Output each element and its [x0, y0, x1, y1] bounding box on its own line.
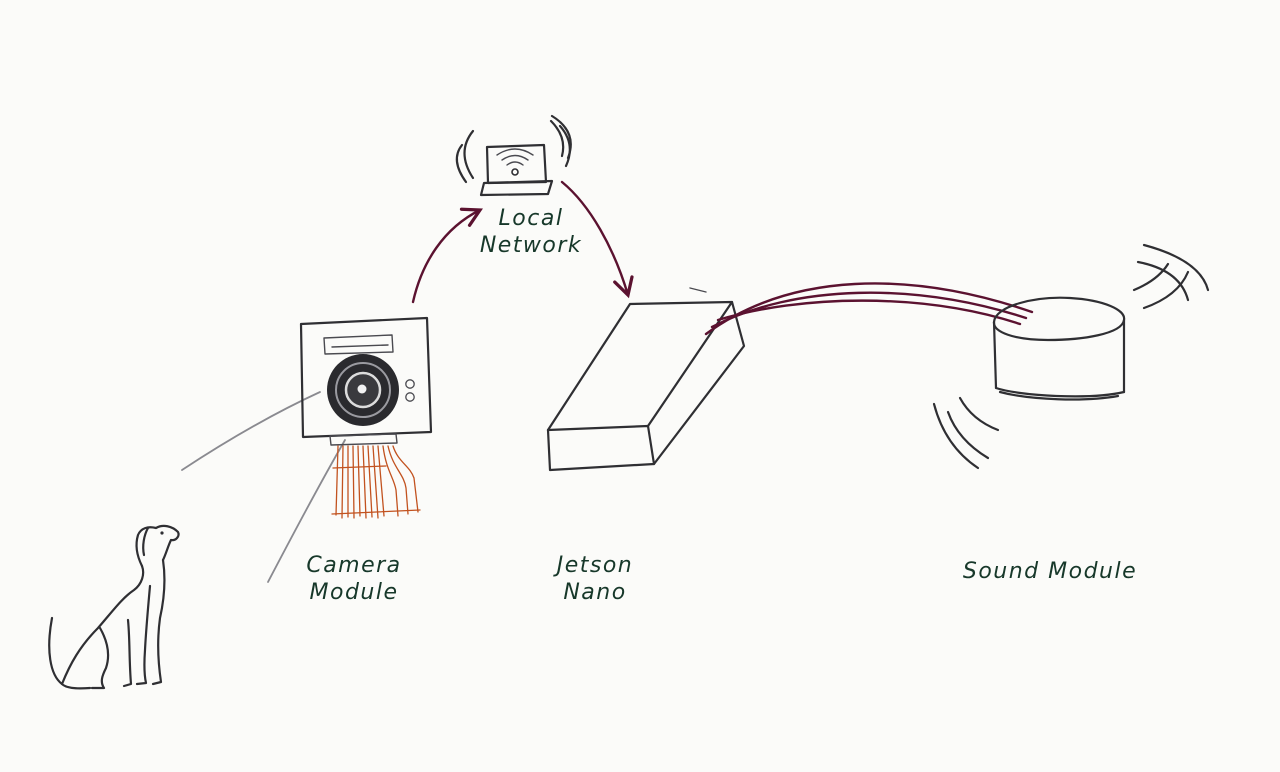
dog-icon	[48, 524, 180, 690]
camera-module-icon	[299, 316, 433, 446]
wifi-router-icon	[455, 114, 572, 197]
label-camera-module-line1: Camera	[306, 553, 402, 578]
label-local-network: Local Network	[476, 205, 586, 259]
label-jetson-nano-line1: Jetson	[556, 553, 634, 578]
camera-to-network-arrow	[411, 207, 483, 304]
label-local-network-line1: Local	[498, 206, 564, 231]
label-camera-module: Camera Module	[296, 552, 412, 606]
label-jetson-nano-line2: Nano	[563, 580, 627, 605]
network-to-jetson-arrow	[560, 180, 634, 299]
label-sound-module: Sound Module	[962, 559, 1138, 584]
label-camera-module-line2: Module	[309, 580, 399, 605]
speaker-icon	[932, 243, 1210, 470]
camera-ribbon-cable	[331, 445, 421, 519]
jetson-to-sound-cables	[704, 282, 1034, 336]
label-jetson-nano: Jetson Nano	[540, 552, 650, 606]
label-local-network-line2: Network	[479, 233, 583, 258]
jetson-nano-board-icon	[546, 287, 746, 472]
